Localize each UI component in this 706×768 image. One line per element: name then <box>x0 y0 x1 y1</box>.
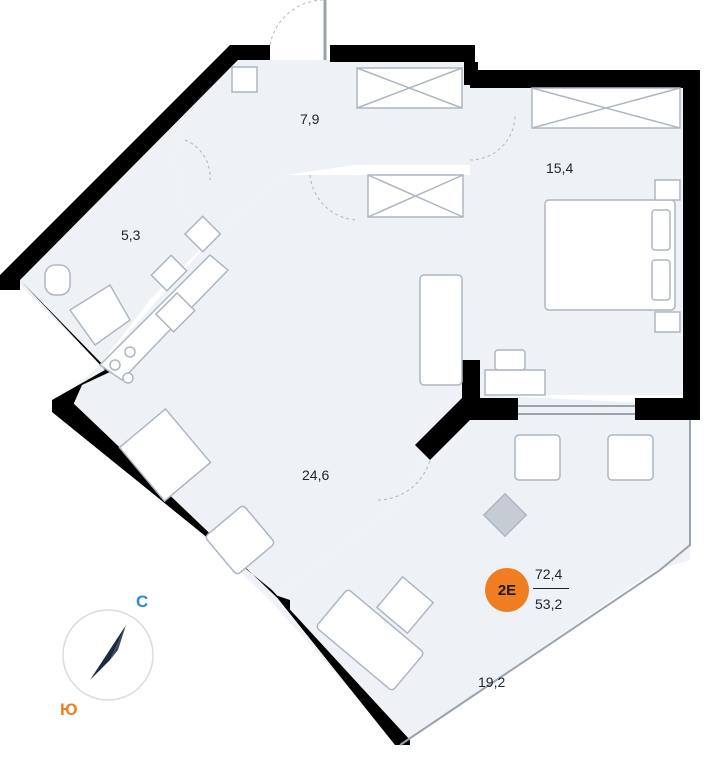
furniture <box>44 66 681 691</box>
terrace-coffee-table <box>375 575 435 635</box>
terrace-table <box>482 492 528 538</box>
desk <box>484 369 546 396</box>
compass-south-label: Ю <box>60 700 78 719</box>
nightstand-top <box>654 179 681 201</box>
wall-northwest <box>0 45 270 290</box>
shower <box>68 283 131 347</box>
terrace-door-swing <box>377 459 431 501</box>
wall-top-right <box>470 70 700 88</box>
hall-area-label: 7,9 <box>300 111 320 127</box>
living-sofa <box>419 274 463 386</box>
door-swings <box>184 0 516 501</box>
boiler <box>231 66 258 93</box>
kitchen-living-area-label: 24,6 <box>302 467 330 483</box>
total-area-value: 72,4 <box>535 566 563 582</box>
terrace-sofa <box>316 589 424 691</box>
desk-chair <box>494 349 526 371</box>
windows <box>399 405 691 746</box>
stove-burner <box>109 359 121 371</box>
wall-bedroom-bottom-right <box>635 398 700 420</box>
dining-table <box>118 407 212 503</box>
wall-top-left <box>330 45 475 62</box>
bedroom-area-label: 15,4 <box>546 160 574 176</box>
armchair-living <box>205 505 275 575</box>
apartment-type-badge: 2Е <box>485 568 529 612</box>
terrace-glazing-bottom <box>399 569 661 746</box>
wall-interior-pier <box>462 360 480 400</box>
nightstand-bottom <box>654 311 681 333</box>
terrace-armchair-right <box>607 434 654 481</box>
wall-south-diagonal <box>52 400 410 745</box>
kitchen-door-swing <box>309 174 356 221</box>
double-bed <box>544 199 676 311</box>
wall-right <box>683 70 700 420</box>
terrace-glazing-right <box>659 420 691 571</box>
terrace-armchair-left <box>514 434 561 481</box>
bathroom-area-label: 5,3 <box>121 227 141 243</box>
wall-stub-terrace <box>415 398 485 460</box>
toilet <box>44 264 71 296</box>
walls <box>0 45 700 745</box>
living-area-value: 53,2 <box>535 596 563 612</box>
compass-needle <box>90 625 126 680</box>
washbasin <box>150 254 188 292</box>
bedroom-door-swing <box>469 114 516 161</box>
washing-machine <box>183 215 222 253</box>
kitchen-sink <box>154 291 196 333</box>
area-divider <box>533 588 569 589</box>
wall-interior-bedroom <box>464 62 478 85</box>
terrace-area-label: 19,2 <box>478 674 506 690</box>
bathroom-door-swing <box>184 139 211 181</box>
entrance-door-swing <box>269 0 325 46</box>
bathroom-floor <box>20 110 215 365</box>
compass-north-label: С <box>136 592 149 611</box>
compass <box>62 609 154 701</box>
